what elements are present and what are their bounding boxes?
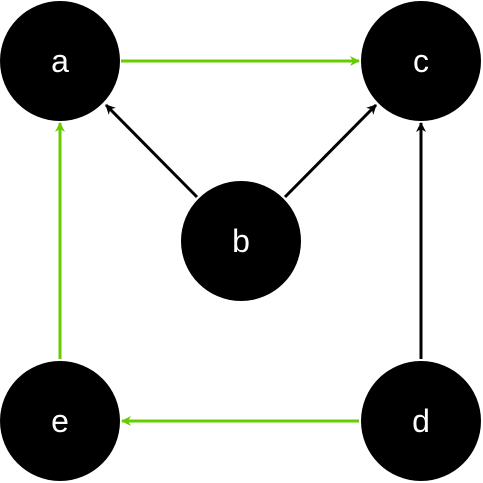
node-label-e: e xyxy=(51,403,69,439)
edges-layer xyxy=(55,56,426,426)
node-circle-c xyxy=(361,1,481,121)
node-circle-d xyxy=(361,361,481,481)
node-label-d: d xyxy=(412,403,430,439)
node-b: b xyxy=(181,181,301,301)
node-e: e xyxy=(0,361,120,481)
node-c: c xyxy=(361,1,481,121)
node-circle-a xyxy=(0,1,120,121)
node-d: d xyxy=(361,361,481,481)
node-label-b: b xyxy=(232,223,250,259)
edge-b-to-a xyxy=(104,103,199,199)
node-label-c: c xyxy=(413,43,429,79)
edge-b-to-c xyxy=(283,103,378,199)
node-a: a xyxy=(0,1,120,121)
node-label-a: a xyxy=(51,43,69,79)
node-circle-e xyxy=(0,361,120,481)
node-circle-b xyxy=(181,181,301,301)
